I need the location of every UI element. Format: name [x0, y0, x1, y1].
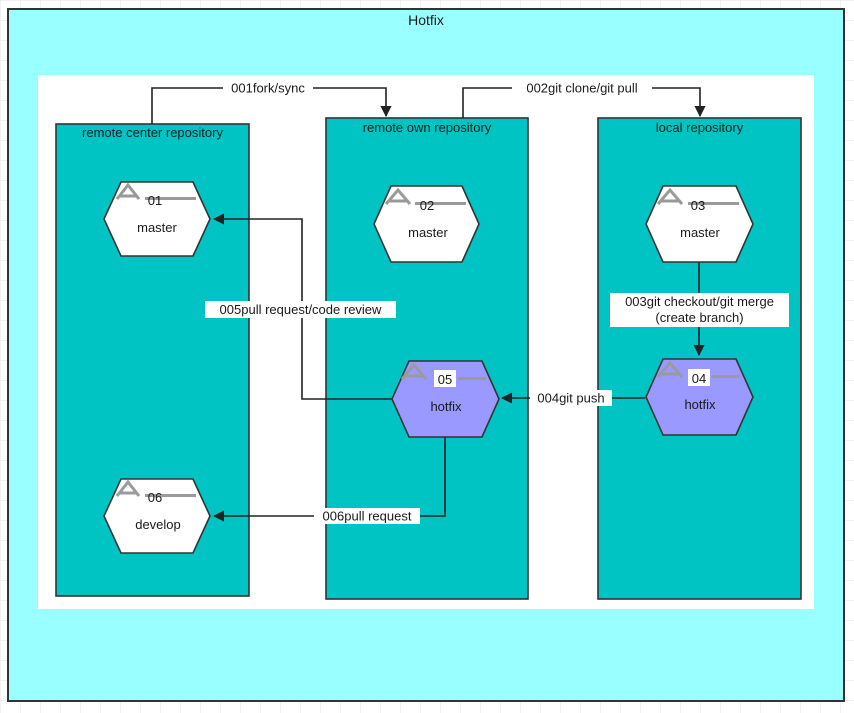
node-04-number: 04	[692, 371, 706, 386]
edge-checkout-merge[interactable]: 003git checkout/git merge (create branch…	[610, 262, 789, 357]
node-05-label: hotfix	[430, 399, 462, 414]
node-01-branch-icon	[115, 182, 196, 200]
node-03-number: 03	[691, 198, 705, 213]
node-04-branch-icon	[656, 360, 740, 378]
node-03-branch-icon	[656, 187, 739, 205]
edge-checkout-merge-label-bg	[610, 293, 789, 327]
edge-fork-sync-label-bg	[223, 80, 313, 96]
edge-git-push-label-bg	[530, 390, 612, 406]
edge-pull-request-line	[212, 436, 446, 522]
edge-pull-request-label-bg	[314, 508, 420, 524]
repo-local-label: local repository	[656, 120, 744, 135]
edge-pull-request-code-review-label: 005pull request/code review	[220, 302, 382, 317]
node-03-label: master	[680, 225, 720, 240]
edge-pull-request[interactable]: 006pull request	[212, 436, 446, 524]
repo-remote-own-label: remote own repository	[363, 120, 492, 135]
node-01-number: 01	[148, 193, 162, 208]
node-01-shape	[103, 181, 211, 257]
edge-clone-pull[interactable]: 002git clone/git pull	[462, 80, 706, 118]
edge-fork-sync-label: 001fork/sync	[231, 81, 305, 96]
node-06-number: 06	[148, 490, 162, 505]
edge-pull-request-label: 006pull request	[323, 509, 412, 524]
node-04-number-bg	[688, 369, 710, 386]
repo-remote-center-label: remote center repository	[82, 125, 223, 140]
edge-checkout-merge-label-line-2: (create branch)	[655, 310, 743, 325]
node-02-branch-icon	[384, 187, 466, 205]
node-03-master[interactable]: 03 master	[645, 185, 754, 263]
node-05-number-bg	[434, 370, 456, 387]
node-02-label: master	[408, 225, 448, 240]
edge-checkout-merge-label-line-1: 003git checkout/git merge	[625, 294, 774, 309]
diagram-title: Hotfix	[408, 12, 444, 28]
node-05-branch-icon	[400, 362, 486, 380]
node-06-label: develop	[135, 517, 181, 532]
node-01-label: master	[137, 220, 177, 235]
node-06-develop[interactable]: 06 develop	[103, 478, 211, 554]
edge-clone-pull-label: 002git clone/git pull	[526, 81, 637, 96]
node-02-master[interactable]: 02 master	[373, 185, 480, 263]
node-05-hotfix[interactable]: 05 hotfix	[391, 360, 500, 438]
node-04-hotfix[interactable]: 04 hotfix	[645, 358, 754, 436]
node-04-label: hotfix	[684, 397, 716, 412]
edge-clone-pull-label-bg	[512, 80, 652, 96]
node-02-number: 02	[420, 198, 434, 213]
edge-git-push-label: 004git push	[537, 391, 604, 406]
node-06-shape	[103, 478, 211, 554]
edge-pull-request-code-review[interactable]: 005pull request/code review	[205, 213, 396, 400]
edge-pull-request-code-review-label-bg	[205, 301, 396, 318]
edge-git-push[interactable]: 004git push	[500, 390, 645, 406]
node-06-branch-icon	[115, 479, 196, 497]
edge-fork-sync[interactable]: 001fork/sync	[151, 80, 392, 124]
node-05-number: 05	[438, 372, 452, 387]
node-01-master[interactable]: 01 master	[103, 181, 211, 257]
